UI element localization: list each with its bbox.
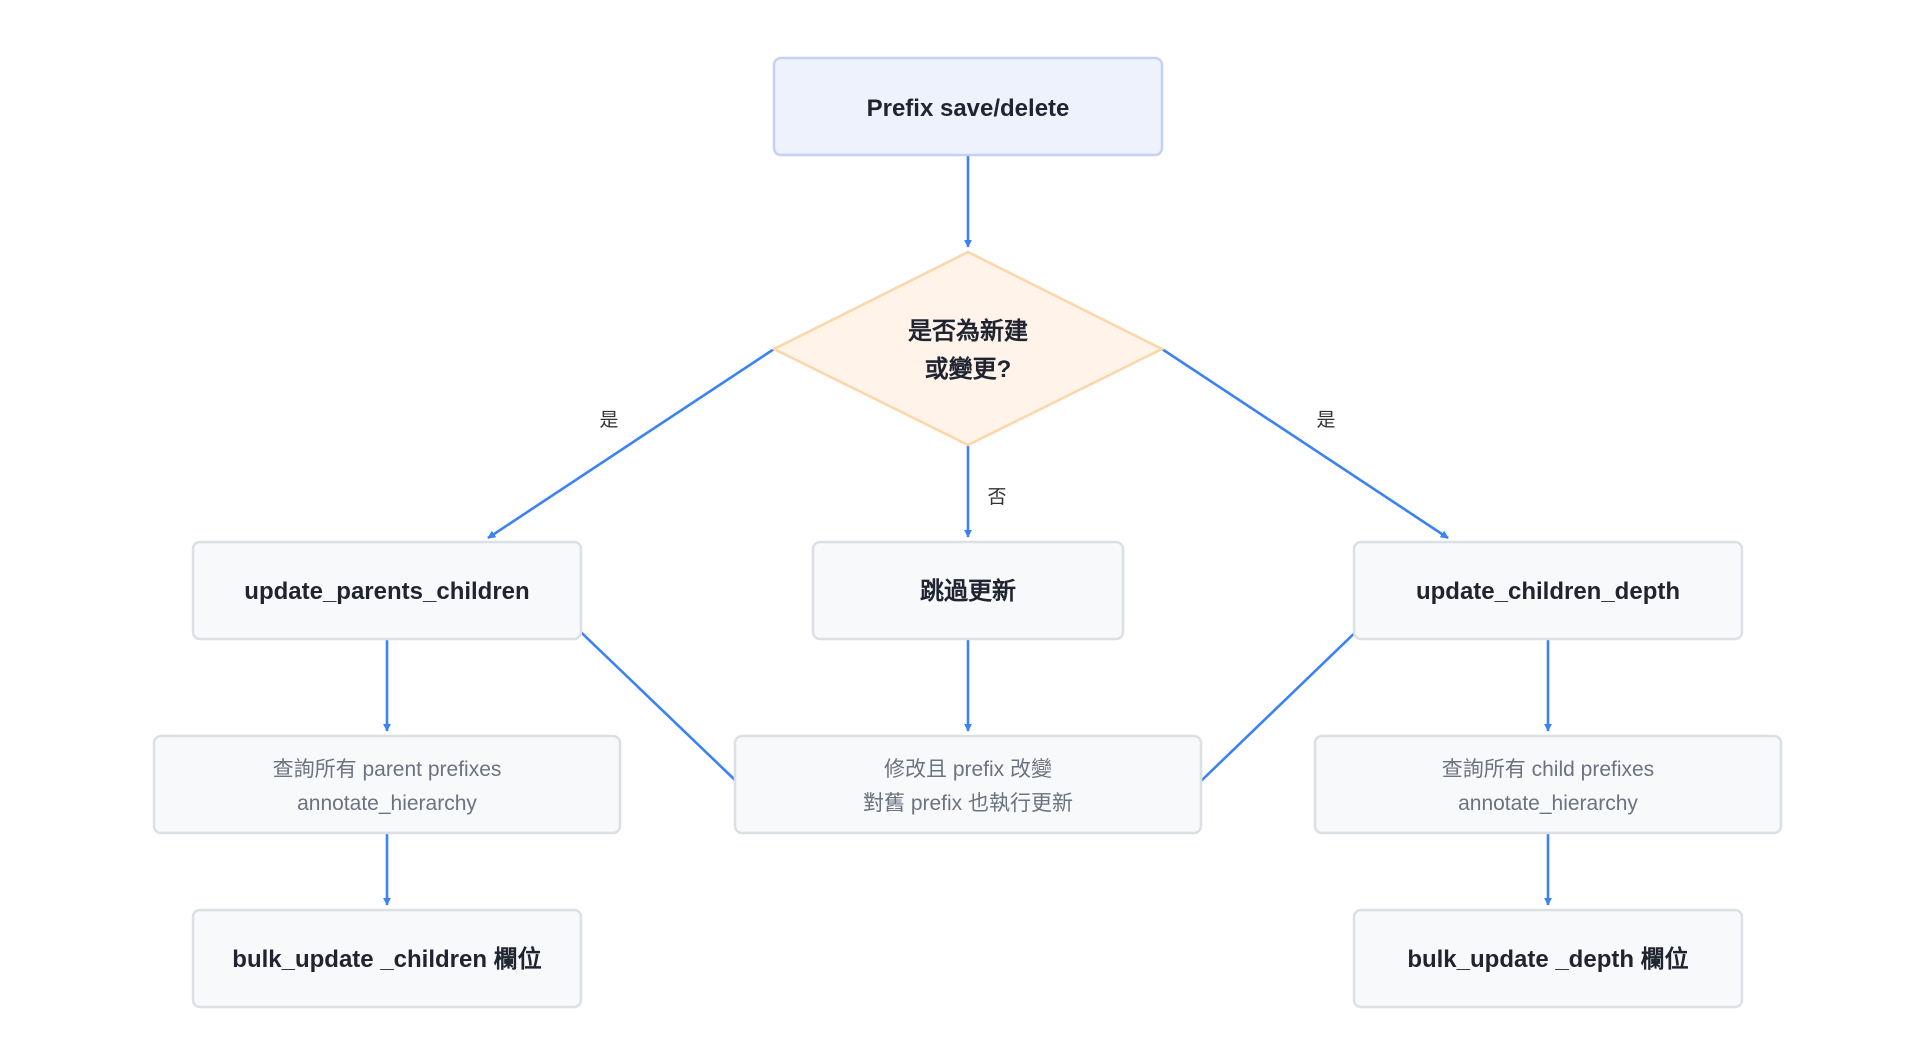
- node-bulk-update-children: bulk_update _children 欄位: [191, 908, 583, 1009]
- node-skip-update: 跳過更新: [811, 540, 1125, 641]
- query-children-line1: 查詢所有 child prefixes: [1442, 758, 1654, 781]
- node-update-children-depth-label: update_children_depth: [1416, 578, 1680, 605]
- node-update-children-depth: update_children_depth: [1352, 540, 1744, 641]
- node-query-parents: 查詢所有 parent prefixes annotate_hierarchy: [152, 734, 622, 835]
- edge-decision-to-left-update: [487, 347, 775, 540]
- node-update-parents-children: update_parents_children: [191, 540, 583, 641]
- edge-label-yes-right: 是: [1316, 410, 1335, 431]
- node-bulk-update-depth-label: bulk_update _depth 欄位: [1407, 945, 1688, 973]
- node-query-children: 查詢所有 child prefixes annotate_hierarchy: [1313, 734, 1783, 835]
- node-bulk-update-children-label: bulk_update _children 欄位: [232, 945, 541, 973]
- decision-line2: 或變更?: [925, 355, 1012, 383]
- prefix-changed-line2: 對舊 prefix 也執行更新: [863, 792, 1073, 815]
- query-parents-line1: 查詢所有 parent prefixes: [273, 758, 502, 781]
- edge-decision-to-right-update: [1161, 347, 1449, 540]
- edge-label-no-center: 否: [987, 487, 1006, 508]
- node-skip-update-label: 跳過更新: [920, 577, 1016, 605]
- node-prefix-changed-note: 修改且 prefix 改變 對舊 prefix 也執行更新: [733, 734, 1203, 835]
- node-update-parents-children-label: update_parents_children: [244, 578, 529, 605]
- node-bulk-update-depth: bulk_update _depth 欄位: [1352, 908, 1744, 1009]
- edge-label-yes-left: 是: [599, 410, 618, 431]
- decision-line1: 是否為新建: [908, 317, 1028, 345]
- query-children-line2: annotate_hierarchy: [1458, 792, 1638, 815]
- node-start-label: Prefix save/delete: [867, 95, 1070, 122]
- query-parents-line2: annotate_hierarchy: [297, 792, 477, 815]
- node-start: Prefix save/delete: [772, 56, 1164, 157]
- node-decision: 是否為新建 或變更?: [771, 250, 1165, 447]
- prefix-changed-line1: 修改且 prefix 改變: [884, 758, 1052, 781]
